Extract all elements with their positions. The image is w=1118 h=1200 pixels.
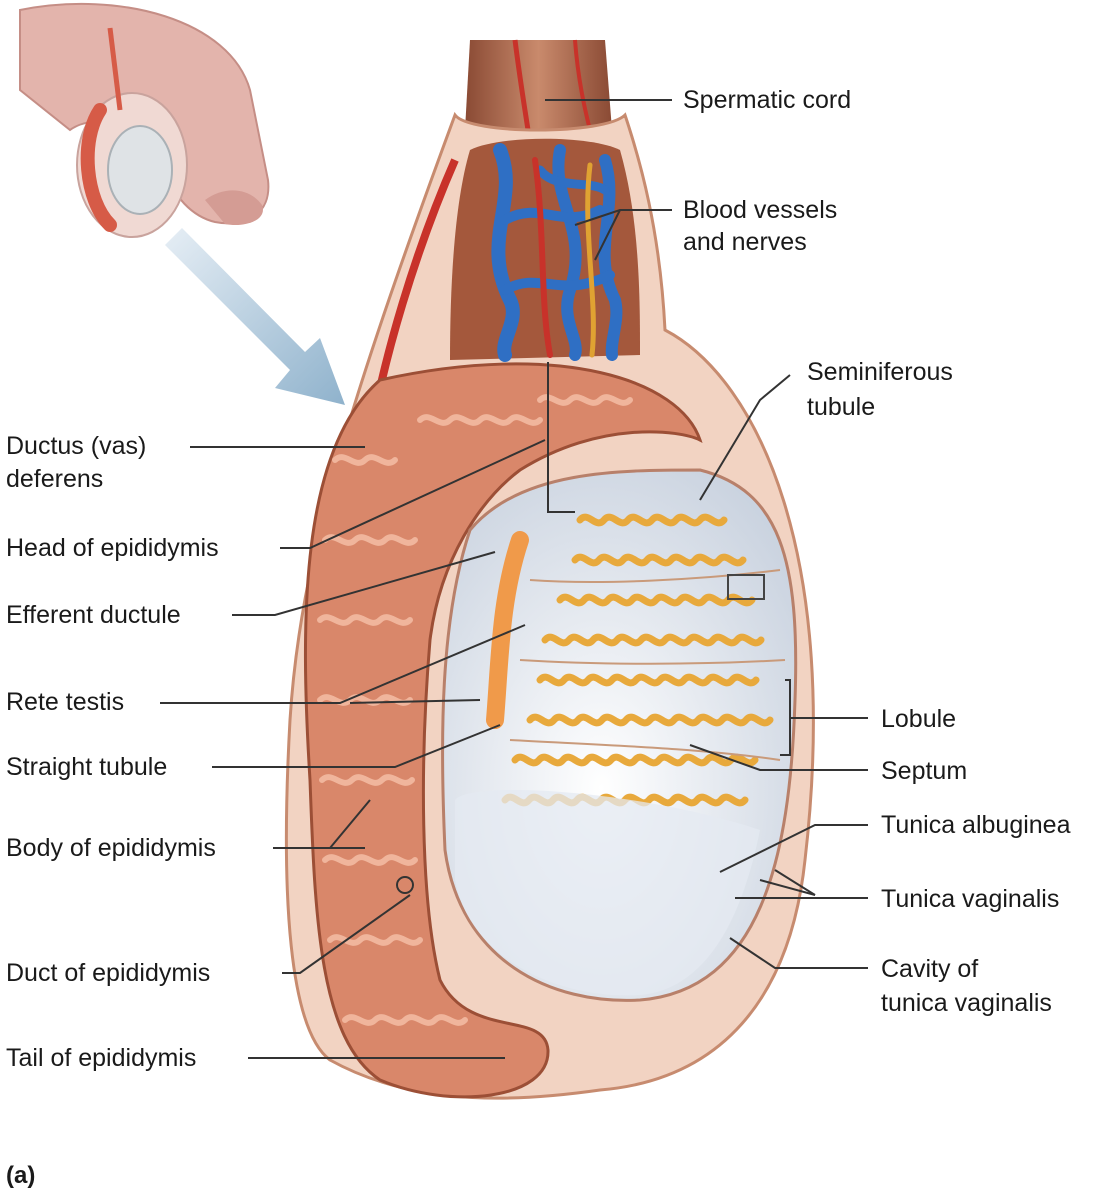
label-efferent-ductule: Efferent ductule xyxy=(6,601,181,629)
label-duct-of-epididymis: Duct of epididymis xyxy=(6,959,211,987)
testis-cross-section xyxy=(284,39,815,1100)
inset-external-view xyxy=(19,3,270,238)
leader-lines xyxy=(545,99,868,969)
blood-vessel-network xyxy=(491,143,623,362)
panel-label: (a) xyxy=(6,1162,36,1189)
label-tunica-vaginalis-cavity: tunica vaginalis xyxy=(881,989,1052,1017)
pointer-arrow xyxy=(165,228,345,405)
label-ductus-vas: Ductus (vas) xyxy=(6,432,147,460)
label-tail-of-epididymis: Tail of epididymis xyxy=(6,1044,197,1072)
label-body-of-epididymis: Body of epididymis xyxy=(6,834,216,862)
label-rete-testis: Rete testis xyxy=(6,688,125,716)
label-tunica-vaginalis: Tunica vaginalis xyxy=(881,885,1060,913)
duct-callout-circle xyxy=(396,876,414,894)
label-seminiferous: Seminiferous xyxy=(807,358,953,386)
label-and-nerves: and nerves xyxy=(683,228,807,256)
label-lobule: Lobule xyxy=(881,705,957,733)
leader-lines-left xyxy=(160,362,575,1059)
label-blood-vessels: Blood vessels xyxy=(683,196,838,224)
label-tunica-albuginea: Tunica albuginea xyxy=(881,811,1071,839)
detail-box xyxy=(727,574,765,600)
label-straight-tubule: Straight tubule xyxy=(6,753,168,781)
label-septum: Septum xyxy=(881,757,968,785)
label-tubule: tubule xyxy=(807,393,876,421)
seminiferous-tubules xyxy=(501,513,774,807)
label-cavity-of: Cavity of xyxy=(881,955,979,983)
label-head-of-epididymis: Head of epididymis xyxy=(6,534,219,562)
label-spermatic-cord: Spermatic cord xyxy=(683,86,852,114)
label-deferens: deferens xyxy=(6,465,104,493)
septa xyxy=(509,569,786,761)
